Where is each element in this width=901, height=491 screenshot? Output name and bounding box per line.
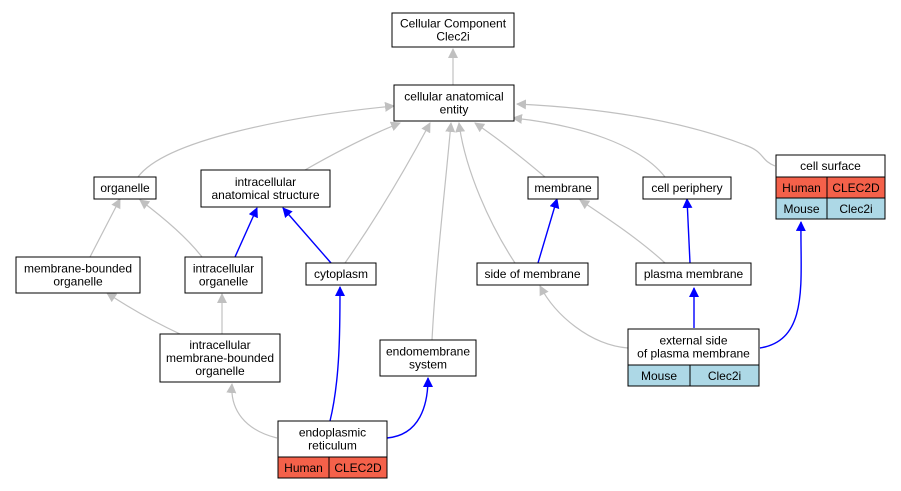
node-label: organelle (53, 275, 103, 289)
node-box (379, 339, 477, 377)
node-label: cytoplasm (314, 267, 368, 281)
edges (89, 48, 806, 439)
node-label: endomembrane (386, 345, 470, 359)
edge-cytoplasm-to-ias (282, 207, 332, 264)
gene-symbol-label[interactable]: Clec2i (839, 202, 872, 216)
edge-pm-to-periphery (682, 198, 693, 264)
node-label: Cellular Component (400, 17, 507, 31)
node-box (159, 333, 281, 383)
node-label: organelle (195, 364, 245, 378)
node-label: cellular anatomical (404, 90, 503, 104)
node-label: plasma membrane (644, 267, 744, 281)
edge-espm-to-som (539, 285, 629, 349)
node-label: entity (440, 103, 469, 117)
edge-som-to-cae (455, 122, 516, 264)
node-box (635, 262, 752, 286)
node-label: cell surface (800, 159, 861, 173)
node-organelle[interactable]: organelle (93, 176, 157, 200)
node-box (305, 262, 377, 286)
node-label: membrane-bounded (24, 262, 132, 276)
node-box (476, 262, 589, 286)
node-label: endoplasmic (299, 426, 366, 440)
edge-surface-to-cae (516, 99, 776, 167)
edge-organelle-to-cae (137, 101, 395, 178)
node-label: membrane-bounded (166, 351, 274, 365)
node-box (15, 256, 141, 294)
species-label: Human (284, 461, 323, 475)
edge-endo-to-cae (431, 122, 456, 341)
node-box (391, 12, 515, 48)
node-som[interactable]: side of membrane (476, 262, 589, 286)
node-box (627, 328, 760, 366)
node-box (393, 84, 515, 122)
edge-mbo-to-organelle (89, 198, 121, 258)
node-box (200, 169, 331, 208)
node-label: external side (659, 334, 727, 348)
edge-periphery-to-cae (512, 113, 666, 178)
node-label: anatomical structure (211, 188, 319, 202)
gene-symbol-label[interactable]: CLEC2D (334, 461, 382, 475)
edge-imbo-to-mbo (106, 292, 181, 335)
edge-pm-to-membrane (579, 199, 666, 264)
gene-row-human: Human CLEC2D (775, 176, 886, 199)
node-periphery[interactable]: cell periphery (642, 176, 732, 200)
node-box (642, 176, 732, 200)
edge-espm-to-surface (759, 221, 806, 349)
species-label: Mouse (783, 202, 819, 216)
node-label: organelle (199, 275, 249, 289)
species-label: Mouse (641, 369, 677, 383)
node-label: intracellular (193, 262, 254, 276)
node-label: Clec2i (436, 30, 469, 44)
node-box (527, 176, 599, 200)
node-label: cell periphery (651, 181, 722, 195)
node-pm[interactable]: plasma membrane (635, 262, 752, 286)
edge-cytoplasm-to-cae (344, 122, 431, 264)
gene-row-mouse: Mouse Clec2i (627, 364, 760, 387)
node-label: of plasma membrane (637, 347, 750, 361)
edge-membrane-to-cae (474, 122, 546, 178)
node-label: intracellular (189, 338, 250, 352)
node-box (277, 420, 388, 458)
node-label: side of membrane (484, 267, 580, 281)
edge-er-to-imbo (226, 383, 278, 439)
edge-io-to-organelle (139, 199, 203, 258)
node-label: system (409, 358, 447, 372)
gene-cell (328, 456, 388, 479)
edge-er-to-endo (386, 377, 433, 439)
node-label: organelle (100, 181, 150, 195)
node-label: intracellular (235, 175, 296, 189)
edge-som-to-membrane (537, 198, 560, 264)
node-label: membrane (534, 181, 592, 195)
edge-ias-to-cae (304, 121, 401, 171)
gene-row-mouse: Mouse Clec2i (775, 197, 886, 220)
edge-io-to-ias (234, 207, 258, 258)
gene-cell (826, 197, 886, 220)
gene-cell (689, 364, 760, 387)
node-box (184, 256, 263, 294)
gene-row-human: Human CLEC2D (277, 456, 388, 479)
edge-er-to-cytoplasm (329, 286, 345, 422)
node-cytoplasm[interactable]: cytoplasm (305, 262, 377, 286)
gene-symbol-label[interactable]: Clec2i (708, 369, 741, 383)
node-membrane[interactable]: membrane (527, 176, 599, 200)
node-label: reticulum (308, 439, 357, 453)
node-box (93, 176, 157, 200)
gene-symbol-label[interactable]: CLEC2D (832, 181, 880, 195)
species-label: Human (782, 181, 821, 195)
